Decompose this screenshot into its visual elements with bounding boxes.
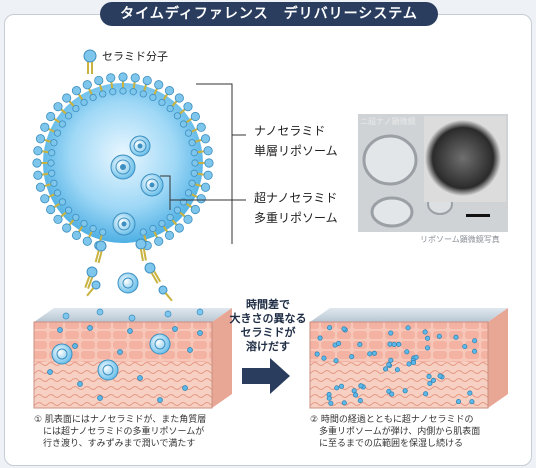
time-difference-caption: 時間差で 大きさの異なる セラミドが 溶けだす <box>229 298 307 353</box>
ceramide-molecule-icon <box>83 49 97 74</box>
liposome-sphere <box>32 72 214 251</box>
super-nano-label: 超ナノセラミド 多重リポソーム <box>254 191 338 225</box>
multilayer-vesicle <box>129 135 151 157</box>
skin-section-right <box>309 308 508 409</box>
released-ceramides <box>84 238 173 302</box>
right-arrow <box>242 358 290 394</box>
photo-tag: ニ超ナノ顕微鏡 <box>360 117 416 126</box>
multilayer-vesicle <box>140 173 164 197</box>
lipid-bilayer <box>32 72 214 251</box>
ceramide-molecule-label: セラミド分子 <box>102 50 168 63</box>
step2-caption: ② 時間の経過とともに超ナノセラミドの 多重リポソームが弾け、内側から肌表面 に… <box>310 415 481 449</box>
step1-caption: ① 肌表面にはナノセラミドが、また角質層 には超ナノセラミドの多重リポソームが … <box>34 415 207 449</box>
nano-single-label: ナノセラミド 単層リポソーム <box>254 124 338 158</box>
photo-caption: リポソーム顕微鏡写真 <box>420 235 500 244</box>
label-brackets <box>160 83 246 244</box>
multilayer-vesicle <box>112 212 136 236</box>
skin-section-left <box>33 308 232 409</box>
microscope-photo <box>358 114 508 232</box>
multilayer-vesicle <box>110 154 136 180</box>
diagram-title: タイムディファレンス デリバリーシステム <box>100 2 438 26</box>
